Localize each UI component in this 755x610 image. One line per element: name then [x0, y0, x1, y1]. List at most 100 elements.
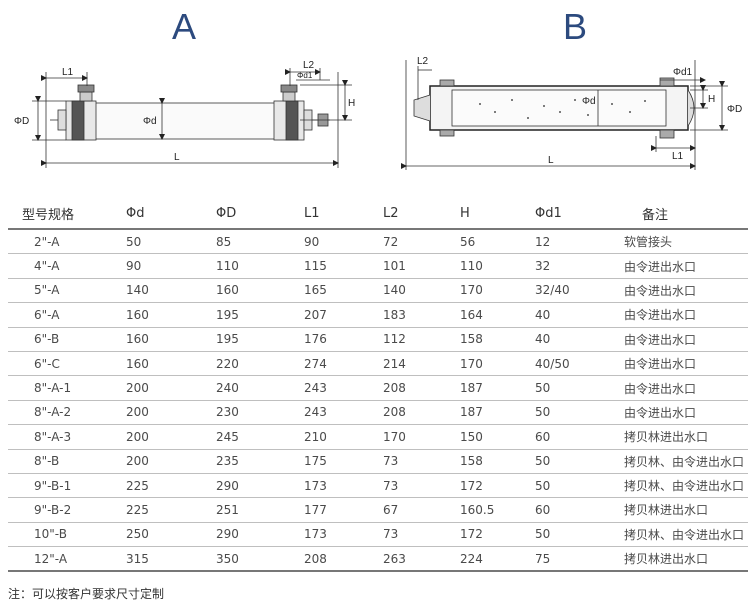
- cell-d: 160: [126, 302, 216, 328]
- cell-d: 225: [126, 497, 216, 523]
- spec-table-header: 型号规格 Φd ΦD L1 L2 H Φd1 备注: [8, 198, 748, 230]
- cell-d: 90: [126, 253, 216, 279]
- cell-d: 200: [126, 400, 216, 426]
- cell-d: 250: [126, 522, 216, 548]
- cell-l1: 173: [304, 522, 383, 548]
- cell-remark: 由令进出水口: [624, 351, 748, 377]
- header-D: ΦD: [216, 198, 304, 230]
- cell-d1: 75: [535, 546, 624, 573]
- cell-h: 172: [460, 473, 535, 499]
- header-l1: L1: [304, 198, 383, 230]
- drawing-b-d1-label: Φd1: [673, 67, 693, 78]
- cell-D: 195: [216, 302, 304, 328]
- cell-h: 164: [460, 302, 535, 328]
- cell-h: 160.5: [460, 497, 535, 523]
- cell-d1: 50: [535, 449, 624, 474]
- drawing-a-L-label: L: [174, 152, 180, 163]
- cell-l2: 170: [383, 424, 460, 450]
- drawing-a-h-label: H: [348, 98, 355, 109]
- header-model: 型号规格: [8, 198, 126, 230]
- drawing-b-d-label: Φd: [582, 96, 596, 107]
- cell-h: 150: [460, 424, 535, 450]
- cell-remark: 由令进出水口: [624, 302, 748, 328]
- cell-remark: 由令进出水口: [624, 375, 748, 401]
- cell-d1: 40: [535, 327, 624, 352]
- cell-d: 200: [126, 375, 216, 401]
- cell-model: 6"-C: [8, 351, 126, 377]
- cell-l1: 115: [304, 253, 383, 279]
- header-h: H: [460, 198, 535, 230]
- cell-h: 110: [460, 253, 535, 279]
- cell-model: 2"-A: [8, 229, 126, 255]
- cell-l2: 140: [383, 278, 460, 304]
- cell-D: 251: [216, 497, 304, 523]
- drawing-a-l2-label: L2: [303, 60, 315, 71]
- header-remark: 备注: [624, 198, 748, 230]
- cell-h: 224: [460, 546, 535, 573]
- cell-h: 170: [460, 351, 535, 377]
- cell-D: 85: [216, 229, 304, 255]
- cell-l1: 243: [304, 400, 383, 426]
- cell-remark: 由令进出水口: [624, 400, 748, 426]
- cell-d1: 50: [535, 400, 624, 426]
- cell-remark: 由令进出水口: [624, 253, 748, 279]
- cell-d1: 60: [535, 497, 624, 523]
- cell-model: 10"-B: [8, 522, 126, 548]
- cell-d: 160: [126, 351, 216, 377]
- cell-l2: 101: [383, 253, 460, 279]
- cell-model: 6"-A: [8, 302, 126, 328]
- cell-h: 56: [460, 229, 535, 255]
- cell-l2: 263: [383, 546, 460, 573]
- drawing-b-D-label: ΦD: [727, 104, 742, 115]
- cell-model: 4"-A: [8, 253, 126, 279]
- footnote: 注：可以按客户要求尺寸定制: [8, 587, 165, 601]
- cell-h: 158: [460, 327, 535, 352]
- cell-d1: 40: [535, 302, 624, 328]
- cell-d: 200: [126, 449, 216, 474]
- drawing-b: [401, 60, 728, 170]
- header-d: Φd: [126, 198, 216, 230]
- cell-h: 172: [460, 522, 535, 548]
- cell-D: 220: [216, 351, 304, 377]
- cell-l1: 90: [304, 229, 383, 255]
- cell-h: 187: [460, 375, 535, 401]
- cell-D: 240: [216, 375, 304, 401]
- cell-l2: 208: [383, 400, 460, 426]
- drawing-b-l1-label: L1: [672, 151, 684, 162]
- cell-remark: 拷贝林、由令进出水口: [624, 449, 748, 474]
- cell-model: 8"-A-2: [8, 400, 126, 426]
- cell-d: 200: [126, 424, 216, 450]
- cell-d1: 40/50: [535, 351, 624, 377]
- cell-remark: 拷贝林、由令进出水口: [624, 473, 748, 499]
- header-l2: L2: [383, 198, 460, 230]
- cell-remark: 拷贝林进出水口: [624, 497, 748, 523]
- cell-l2: 208: [383, 375, 460, 401]
- drawing-a-d1-label: Φd1: [297, 71, 313, 80]
- cell-h: 158: [460, 449, 535, 474]
- drawing-a-d-label: Φd: [143, 116, 157, 127]
- cell-l2: 72: [383, 229, 460, 255]
- cell-d: 225: [126, 473, 216, 499]
- cell-remark: 由令进出水口: [624, 278, 748, 304]
- cell-model: 5"-A: [8, 278, 126, 304]
- cell-l1: 208: [304, 546, 383, 573]
- technical-drawings: L1 L2 Φd1 ΦD Φd H L: [14, 56, 742, 170]
- cell-d1: 50: [535, 473, 624, 499]
- cell-d1: 12: [535, 229, 624, 255]
- cell-remark: 软管接头: [624, 229, 748, 255]
- cell-l1: 173: [304, 473, 383, 499]
- cell-d1: 50: [535, 522, 624, 548]
- cell-remark: 拷贝林进出水口: [624, 546, 748, 573]
- cell-model: 8"-B: [8, 449, 126, 474]
- cell-D: 290: [216, 522, 304, 548]
- drawing-b-h-label: H: [708, 94, 715, 105]
